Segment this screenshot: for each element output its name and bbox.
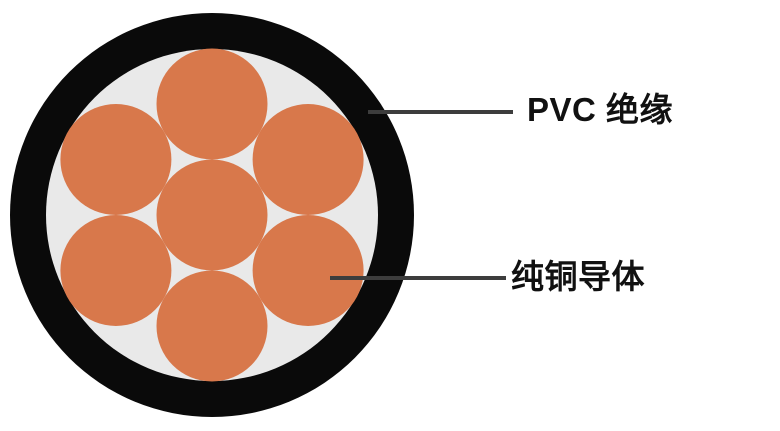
copper-strand-lower-right: [252, 215, 364, 326]
copper-strand-lower-left: [60, 215, 172, 326]
copper-conductors: [60, 48, 364, 382]
label-pvc-insulation: PVC 绝缘: [527, 91, 674, 128]
copper-strand-bottom: [156, 270, 268, 382]
copper-strand-upper-left: [60, 104, 172, 215]
copper-strand-top: [156, 48, 268, 160]
copper-strand-center: [156, 159, 268, 271]
copper-strand-upper-right: [252, 104, 364, 215]
label-copper-conductor: 纯铜导体: [511, 258, 645, 295]
